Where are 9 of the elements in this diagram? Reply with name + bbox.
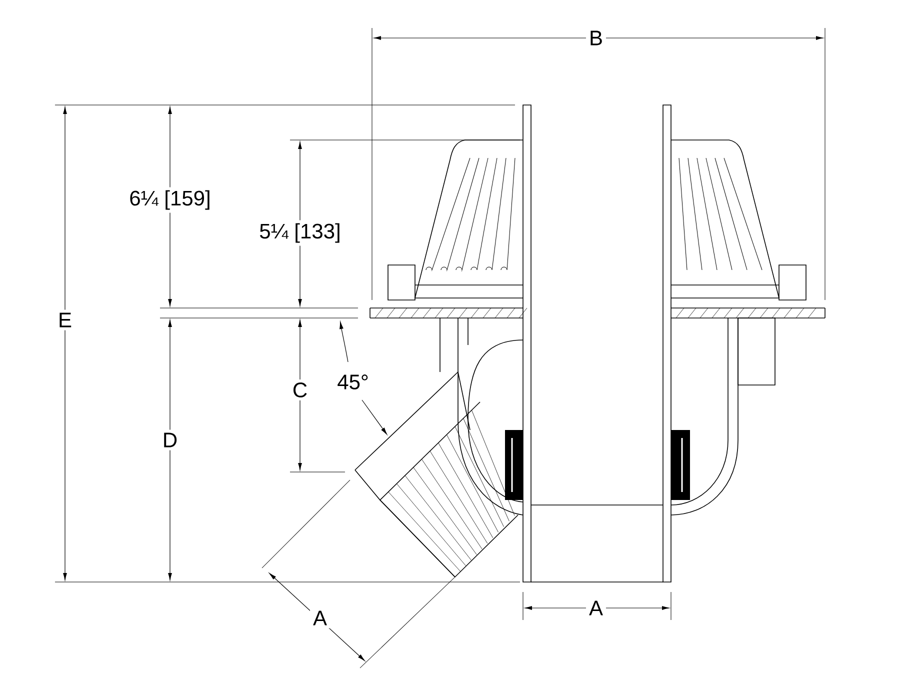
- dimension-label: D: [159, 430, 181, 450]
- dimension-label: A: [310, 608, 330, 628]
- dimension-label: 6¼ [159]: [126, 187, 214, 213]
- dimension-label: 45°: [334, 372, 372, 392]
- dimension-label: B: [586, 28, 606, 48]
- dimension-label: E: [55, 310, 75, 330]
- dimension-label: 5¼ [133]: [256, 220, 344, 246]
- dimension-label: C: [289, 380, 311, 400]
- dimension-label: A: [586, 598, 606, 618]
